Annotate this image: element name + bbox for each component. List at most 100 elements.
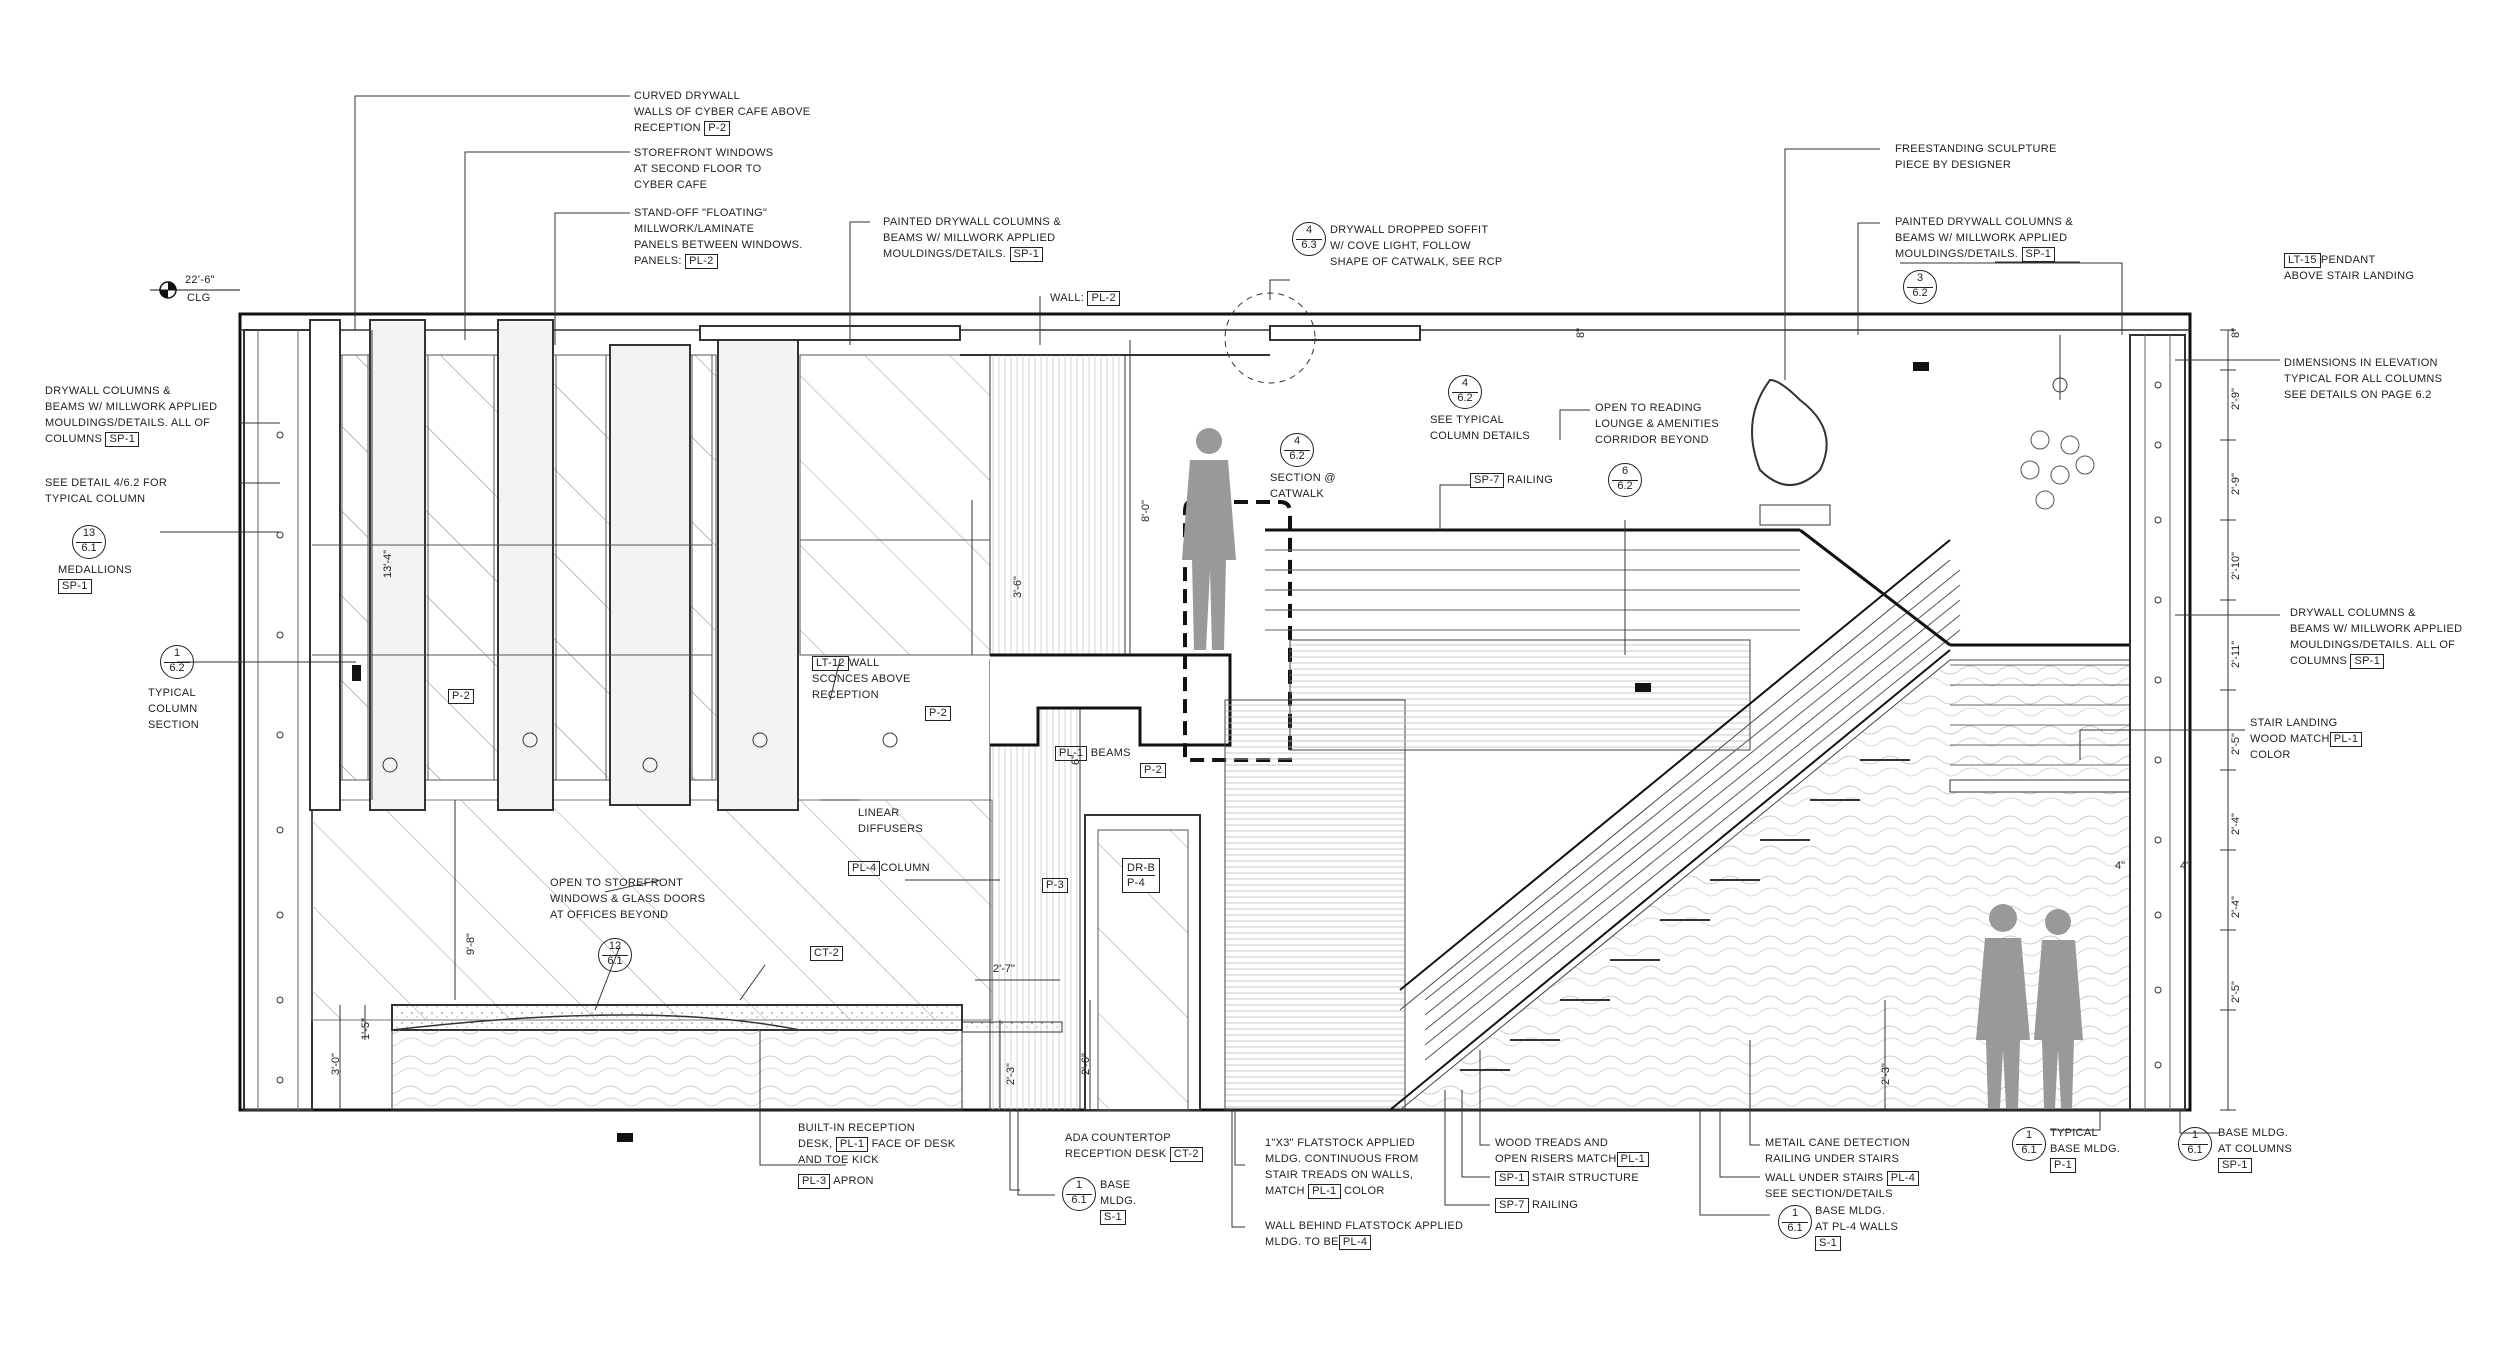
- dimension-3-0: 3'-0": [330, 1053, 342, 1075]
- material-tag: SP-7: [1495, 1198, 1529, 1213]
- dimension-r-2-5-a: 2'-5": [2230, 733, 2242, 755]
- note-see-detail: SEE DETAIL 4/6.2 FOR TYPICAL COLUMN: [45, 477, 168, 505]
- note-ada-countertop: ADA COUNTERTOP RECEPTION DESK CT-2: [1065, 1130, 1203, 1162]
- note-curved-drywall: CURVED DRYWALL WALLS OF CYBER CAFE ABOVE…: [634, 90, 811, 136]
- material-tag: PL-1: [835, 1137, 869, 1152]
- stair: [1389, 539, 2131, 1111]
- note-wall: WALL: PL-2: [1050, 290, 1120, 306]
- beam-profile: [990, 653, 1232, 747]
- millwork-panels: [309, 319, 799, 811]
- pendant-light: [2020, 335, 2095, 510]
- note-typical-column-details: SEE TYPICAL COLUMN DETAILS: [1430, 414, 1530, 442]
- dimension-6: 6": [1070, 754, 1082, 765]
- note-open-storefront: OPEN TO STOREFRONT WINDOWS & GLASS DOORS…: [550, 877, 706, 921]
- dimension-2-3-b: 2'-3": [1880, 1063, 1892, 1085]
- note-railing-stair: SP-7 RAILING: [1495, 1197, 1578, 1213]
- material-tag: LT-15: [2284, 253, 2321, 268]
- note-drywall-columns-right: DRYWALL COLUMNS & BEAMS W/ MILLWORK APPL…: [2290, 607, 2463, 669]
- material-tag: PL-1: [1308, 1184, 1341, 1199]
- material-tag: S-1: [1815, 1236, 1842, 1251]
- material-tag: SP-1: [2021, 247, 2056, 262]
- note-drywall-soffit: DRYWALL DROPPED SOFFIT W/ COVE LIGHT, FO…: [1330, 224, 1503, 268]
- location-markers: [352, 362, 1929, 1142]
- material-tag: S-1: [1100, 1210, 1127, 1225]
- ceiling-level-label: CLG: [187, 292, 211, 304]
- note-stair-structure: SP-1 STAIR STRUCTURE: [1495, 1170, 1639, 1186]
- elevation-outline: [238, 312, 2192, 1112]
- sculpture: [1751, 378, 1831, 526]
- note-builtin-reception-desk: BUILT-IN RECEPTION DESK, PL-1 FACE OF DE…: [798, 1122, 956, 1166]
- ceiling-level-value: 22'-6": [185, 274, 215, 286]
- note-painted-columns-right: PAINTED DRYWALL COLUMNS & BEAMS W/ MILLW…: [1895, 216, 2074, 262]
- material-tag-p2-b: P-2: [925, 705, 952, 721]
- note-open-reading-lounge: OPEN TO READING LOUNGE & AMENITIES CORRI…: [1595, 402, 1719, 446]
- dimension-lines: [339, 329, 2236, 1111]
- door-tag: DR-B P-4: [1122, 858, 1161, 893]
- right-column: [2129, 334, 2186, 1111]
- ceiling-level-marker: [150, 281, 240, 299]
- material-tag-p3: P-3: [1042, 877, 1069, 893]
- dimension-1-5: 1'-5": [360, 1018, 372, 1040]
- note-flatstock: 1"X3" FLATSTOCK APPLIED MLDG. CONTINUOUS…: [1265, 1137, 1419, 1199]
- dimension-r-2-4-a: 2'-4": [2230, 813, 2242, 835]
- dimension-r-8: 8": [2230, 327, 2242, 338]
- dimension-4-a: 4": [2115, 860, 2126, 872]
- material-tag: SP-1: [2350, 654, 2385, 669]
- catwalk-railing: [1265, 528, 2131, 793]
- note-base-columns: BASE MLDG. AT COLUMNS SP-1: [2218, 1127, 2293, 1173]
- material-tag: P-1: [2050, 1158, 2077, 1173]
- human-figures: [1182, 428, 2083, 1108]
- material-tag-ct2: CT-2: [810, 945, 844, 961]
- dimension-2-3-a: 2'-3": [1005, 1063, 1017, 1085]
- dimension-r-2-9-b: 2'-9": [2230, 473, 2242, 495]
- note-base-pl4: BASE MLDG. AT PL-4 WALLS S-1: [1815, 1205, 1899, 1251]
- material-tag: SP-1: [2218, 1158, 2252, 1173]
- dimension-4-b: 4": [2180, 860, 2191, 872]
- material-tag: P-2: [704, 121, 731, 136]
- material-tag: SP-1: [58, 579, 92, 594]
- note-railing: SP-7 RAILING: [1470, 472, 1553, 488]
- wall-sconces: [382, 732, 898, 773]
- note-beams: PL-1 BEAMS: [1055, 745, 1131, 761]
- material-tag: PL-3: [798, 1174, 831, 1189]
- dimension-13-4: 13'-4": [382, 549, 394, 578]
- material-tag: PL-2: [1087, 291, 1120, 306]
- dimension-8-0: 8'-0": [1140, 500, 1152, 522]
- note-section-catwalk: SECTION @ CATWALK: [1270, 472, 1336, 500]
- dimension-r-2-11: 2'-11": [2230, 640, 2242, 668]
- note-storefront-windows: STOREFRONT WINDOWS AT SECOND FLOOR TO CY…: [634, 147, 774, 191]
- note-metal-cane-detection: METAIL CANE DETECTION RAILING UNDER STAI…: [1765, 1137, 1911, 1165]
- material-tag: PL-4: [1886, 1171, 1920, 1186]
- left-column: [243, 329, 313, 1111]
- material-tag: SP-7: [1470, 473, 1504, 488]
- material-tag: PL-1: [1616, 1152, 1650, 1167]
- note-wall-behind-flatstock: WALL BEHIND FLATSTOCK APPLIED MLDG. TO B…: [1265, 1220, 1464, 1250]
- reception-desk: [391, 1004, 1063, 1111]
- material-tag: LT-12: [812, 656, 849, 671]
- note-drywall-columns-left: DRYWALL COLUMNS & BEAMS W/ MILLWORK APPL…: [45, 385, 218, 447]
- dimension-r-2-9-a: 2'-9": [2230, 388, 2242, 410]
- dimension-2-6: 2'-6": [1080, 1053, 1092, 1075]
- dimension-9-8: 9'-8": [465, 933, 477, 955]
- dimension-r-2-10: 2'-10": [2230, 551, 2242, 580]
- note-typical-column-section: TYPICAL COLUMN SECTION: [148, 687, 199, 731]
- note-dimensions: DIMENSIONS IN ELEVATION TYPICAL FOR ALL …: [2284, 357, 2443, 401]
- note-freestanding-sculpture: FREESTANDING SCULPTURE PIECE BY DESIGNER: [1895, 143, 2057, 171]
- note-apron: PL-3 APRON: [798, 1173, 874, 1189]
- dimension-2-7: 2'-7": [993, 963, 1015, 975]
- dimension-8-top: 8": [1575, 327, 1587, 338]
- material-tag: PL-2: [685, 254, 718, 269]
- note-standoff-panels: STAND-OFF "FLOATING" MILLWORK/LAMINATE P…: [634, 207, 803, 269]
- material-tag-p2-c: P-2: [1140, 762, 1167, 778]
